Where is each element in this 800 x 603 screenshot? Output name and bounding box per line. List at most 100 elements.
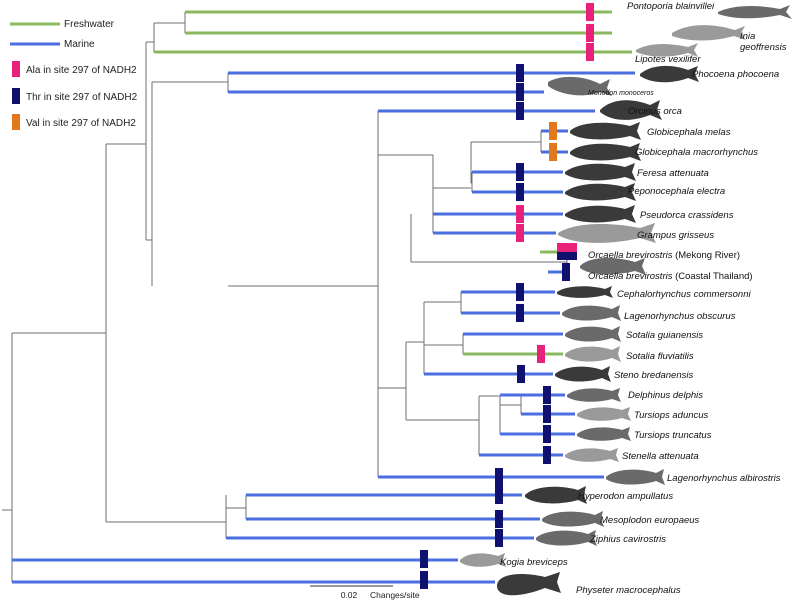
- tree-connectors: [2, 12, 568, 582]
- mesoplodon-illustration: [542, 511, 604, 527]
- lobscurus-illustration: [562, 305, 621, 321]
- taxon-label: Sotalia fluviatilis: [626, 351, 694, 362]
- marker-thr: [543, 386, 551, 404]
- gmacro-illustration: [570, 143, 641, 161]
- taxon-label: Globicephala macrorhynchus: [635, 147, 758, 158]
- taxon-label: Phocoena phocoena: [692, 69, 779, 80]
- taxon-label: Lagenorhynchus albirostris: [667, 473, 781, 484]
- pontoporia-illustration: [718, 5, 792, 19]
- marker-thr: [420, 550, 428, 568]
- residue-markers: [420, 3, 594, 589]
- feresa-illustration: [565, 163, 636, 181]
- taduncus-illustration: [577, 407, 631, 421]
- gmelas-illustration: [570, 122, 641, 140]
- marker-ala: [516, 224, 524, 242]
- marker-thr: [543, 405, 551, 423]
- marker-ala: [586, 43, 594, 61]
- ttruncatus-illustration: [577, 427, 631, 441]
- legend-marine-label: Marine: [64, 39, 95, 50]
- taxon-label: Pontoporia blainvillei: [627, 1, 715, 12]
- kogia-illustration: [460, 553, 506, 567]
- taxon-label: Hyperodon ampullatus: [578, 491, 673, 502]
- taxon-label: Lipotes vexilifer: [635, 54, 701, 65]
- hyperodon-illustration: [525, 486, 587, 504]
- marker-val: [549, 143, 557, 161]
- marker-thr: [543, 425, 551, 443]
- legend-thr-swatch: [12, 88, 20, 104]
- inia-illustration: [672, 25, 746, 41]
- pseudorca-illustration: [565, 205, 636, 223]
- animal-illustrations: [460, 5, 792, 596]
- legend-thr-label: Thr in site 297 of NADH2: [26, 92, 138, 103]
- marker-thr: [516, 304, 524, 322]
- taxon-label: Physeter macrocephalus: [576, 585, 681, 596]
- peponocephala-illustration: [565, 183, 636, 201]
- marker-val: [549, 122, 557, 140]
- legend-ala-swatch: [12, 61, 20, 77]
- taxon-label: Monodon monoceros: [588, 90, 654, 97]
- taxon-label: Orcinus orca: [628, 106, 682, 117]
- marker-thr: [516, 283, 524, 301]
- lipotes-illustration: [636, 43, 698, 57]
- marker-ala: [586, 3, 594, 21]
- physeter-illustration: [497, 572, 561, 596]
- scale-bar-value: 0.02: [341, 590, 358, 600]
- scale-bar: 0.02 Changes/site: [310, 585, 420, 600]
- orcaella-illustration: [580, 257, 646, 275]
- taxon-label: Mesoplodon europaeus: [600, 515, 700, 526]
- taxon-label: Tursiops aduncus: [634, 410, 709, 421]
- taxon-label: Ziphius cavirostris: [589, 534, 666, 545]
- scale-bar-unit: Changes/site: [370, 590, 420, 600]
- taxon-label: Tursiops truncatus: [634, 430, 712, 441]
- taxon-label: Cephalorhynchus commersonni: [617, 289, 751, 300]
- legend-val-label: Val in site 297 of NADH2: [26, 118, 136, 129]
- marker-thr: [562, 263, 570, 281]
- monodon-illustration: [538, 76, 612, 96]
- phocoena-illustration: [640, 65, 699, 83]
- legend-ala-label: Ala in site 297 of NADH2: [26, 65, 137, 76]
- marker-ala: [586, 24, 594, 42]
- lalbirostris-illustration: [606, 469, 665, 485]
- marker-thr: [516, 163, 524, 181]
- taxon-label: Feresa attenuata: [637, 168, 709, 179]
- marker-thr: [495, 486, 503, 504]
- marker-thr: [420, 571, 428, 589]
- ziphius-illustration: [536, 530, 597, 546]
- marker-thr: [516, 64, 524, 82]
- marker-thr: [557, 252, 577, 260]
- marker-ala: [557, 243, 577, 252]
- taxon-label: Kogia breviceps: [500, 557, 568, 568]
- taxon-label: Globicephala melas: [647, 127, 731, 138]
- steno-illustration: [555, 366, 611, 382]
- marker-thr: [516, 83, 524, 101]
- legend: Freshwater Marine Ala in site 297 of NAD…: [10, 19, 138, 130]
- taxon-label: Sotalia guianensis: [626, 330, 703, 341]
- taxon-label: Orcaella brevirostris (Mekong River): [588, 250, 740, 261]
- taxon-label: Peponocephala electra: [628, 186, 725, 197]
- taxon-label: Stenella attenuata: [622, 451, 699, 462]
- marker-thr: [517, 365, 525, 383]
- delphinus-illustration: [567, 388, 621, 402]
- taxon-label: Lagenorhynchus obscurus: [624, 311, 736, 322]
- taxon-label: Pseudorca crassidens: [640, 210, 734, 221]
- marker-thr: [543, 446, 551, 464]
- taxon-label: Steno bredanensis: [614, 370, 693, 381]
- grampus-illustration: [558, 223, 656, 243]
- marker-ala: [537, 345, 545, 363]
- cephalorhynchus-illustration: [557, 286, 613, 298]
- taxon-label: Grampus grisseus: [637, 230, 714, 241]
- taxon-label: Orcaella brevirostris (Coastal Thailand): [588, 271, 753, 282]
- marker-thr: [495, 468, 503, 486]
- terminal-branches: [12, 10, 635, 584]
- legend-val-swatch: [12, 114, 20, 130]
- legend-freshwater-label: Freshwater: [64, 19, 115, 30]
- marker-thr: [495, 529, 503, 547]
- marker-thr: [495, 510, 503, 528]
- taxon-label: Delphinus delphis: [628, 390, 703, 401]
- marker-ala: [516, 205, 524, 223]
- marker-thr: [516, 102, 524, 120]
- stenella-illustration: [565, 448, 619, 462]
